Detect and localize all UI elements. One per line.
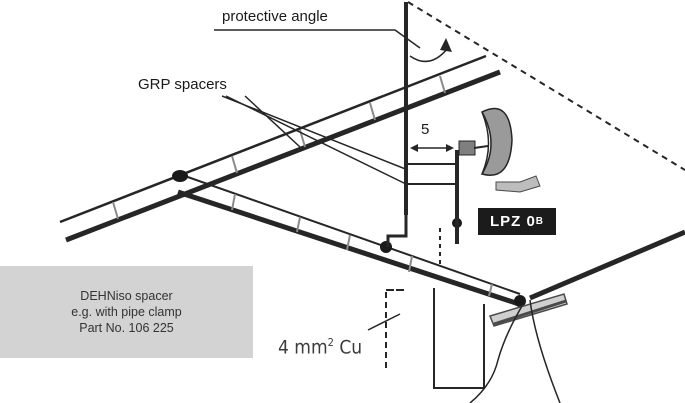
- separation-distance-label: 5: [421, 121, 430, 138]
- down-conductor-cable-2: [529, 299, 561, 403]
- cable-size: 4 mm: [278, 336, 328, 359]
- arc-arrowhead: [440, 38, 452, 52]
- clamp-node-center: [380, 241, 392, 253]
- cu-cable-pointer: [367, 313, 401, 331]
- dehniso-line-3: Part No. 106 225: [79, 321, 174, 335]
- eave-rail-upper: [181, 174, 521, 295]
- dehniso-line-1: DEHNiso spacer: [80, 289, 173, 303]
- gutter-clamp-edge: [493, 299, 567, 326]
- grp-spacers-label: GRP spacers: [138, 76, 227, 93]
- satellite-dish-icon: [458, 107, 541, 193]
- angle-leader-line: [214, 29, 421, 49]
- separation-arrowhead-left: [410, 144, 418, 152]
- cable-size-exponent: 2: [327, 336, 334, 349]
- eave-spacers: [231, 193, 493, 297]
- grp-leader-1: [221, 95, 409, 171]
- roof-edge: [529, 229, 685, 301]
- ridge-rail-upper: [59, 54, 487, 224]
- protective-angle-arc: [409, 47, 449, 63]
- grp-leader-2: [225, 95, 409, 186]
- rod-down-conductor: [386, 212, 408, 247]
- grp-leader-3: [244, 95, 301, 148]
- lpz-label: LPZ 0: [489, 213, 536, 230]
- copper-cable-label: 4 mm2 Cu: [278, 336, 362, 358]
- dehniso-line-2: e.g. with pipe clamp: [71, 305, 182, 319]
- eave-rail-lower: [177, 189, 523, 308]
- dehniso-callout: DEHNiso spacer e.g. with pipe clamp Part…: [0, 266, 253, 358]
- cable-material: Cu: [333, 336, 363, 359]
- clamp-node-right: [514, 295, 526, 307]
- wall-downpipe: [433, 288, 485, 389]
- ridge-spacers: [112, 75, 446, 220]
- dehniso-leader-dashed: [385, 289, 405, 370]
- separation-arrowhead-right: [446, 144, 454, 152]
- protection-zone-boundary: [407, 1, 685, 171]
- lpz-subscript: B: [535, 216, 545, 227]
- protective-angle-label: protective angle: [222, 8, 328, 25]
- down-conductor-cable: [469, 305, 523, 403]
- clamp-node-left: [172, 170, 188, 182]
- ridge-rail-lower: [65, 69, 501, 243]
